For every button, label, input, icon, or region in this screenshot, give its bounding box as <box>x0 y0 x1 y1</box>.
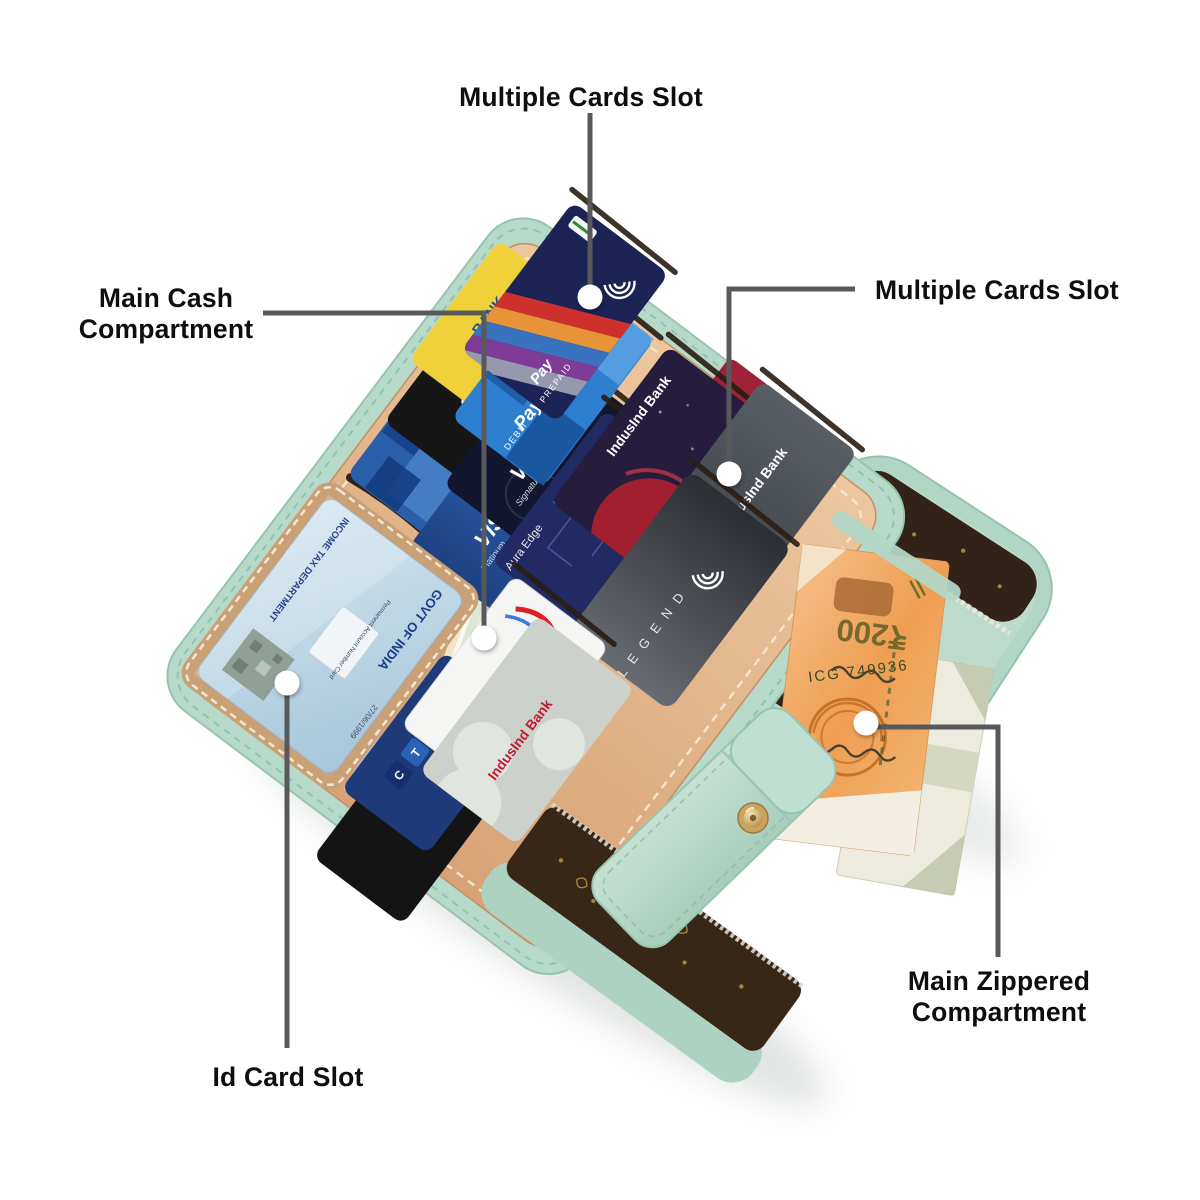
callout-dots <box>274 284 879 736</box>
label-line: Compartment <box>911 997 1087 1027</box>
callout-dot-top <box>577 284 603 310</box>
label-line: Main Cash <box>98 283 234 313</box>
label-id-card-slot: Id Card Slot <box>212 1062 364 1092</box>
snap-strap <box>591 707 837 949</box>
note-motif-patch <box>833 577 894 617</box>
callout-lines <box>263 113 1001 1048</box>
svg-text:₹200: ₹200 <box>835 612 910 655</box>
callout-dot-left <box>471 625 497 651</box>
label-multiple-cards-slot-right: Multiple Cards Slot <box>875 275 1119 305</box>
callout-dot-bottom-right <box>853 710 879 736</box>
zipper-mouth-lip <box>832 511 961 602</box>
note-security-thread <box>878 639 898 768</box>
callout-dot-right <box>716 461 742 487</box>
snap-button <box>737 802 769 834</box>
label-line: Main Zippered <box>907 966 1091 996</box>
label-line: Compartment <box>78 314 254 344</box>
callout-line-right <box>726 286 855 474</box>
contactless-icon <box>691 571 724 590</box>
id-card-window: GOVT OF INDIA INCOME TAX DEPARTMENT Perm… <box>181 482 479 790</box>
contactless-icon <box>603 280 636 300</box>
label-main-zippered-compartment: Main Zippered Compartment <box>908 966 1090 1028</box>
callout-line-bottom-right <box>866 724 1001 957</box>
card-legend: L E G E N D <box>571 456 800 706</box>
note-hindi-script-squiggle <box>814 665 897 762</box>
id-photo-box <box>308 606 379 679</box>
label-multiple-cards-slot-top: Multiple Cards Slot <box>459 82 703 112</box>
callout-dot-bottom-left <box>274 670 300 696</box>
callout-line-left <box>263 310 487 638</box>
label-main-cash-compartment: Main Cash Compartment <box>79 283 253 345</box>
card-rupay-prepaid: Pay PREPAID <box>461 186 678 419</box>
